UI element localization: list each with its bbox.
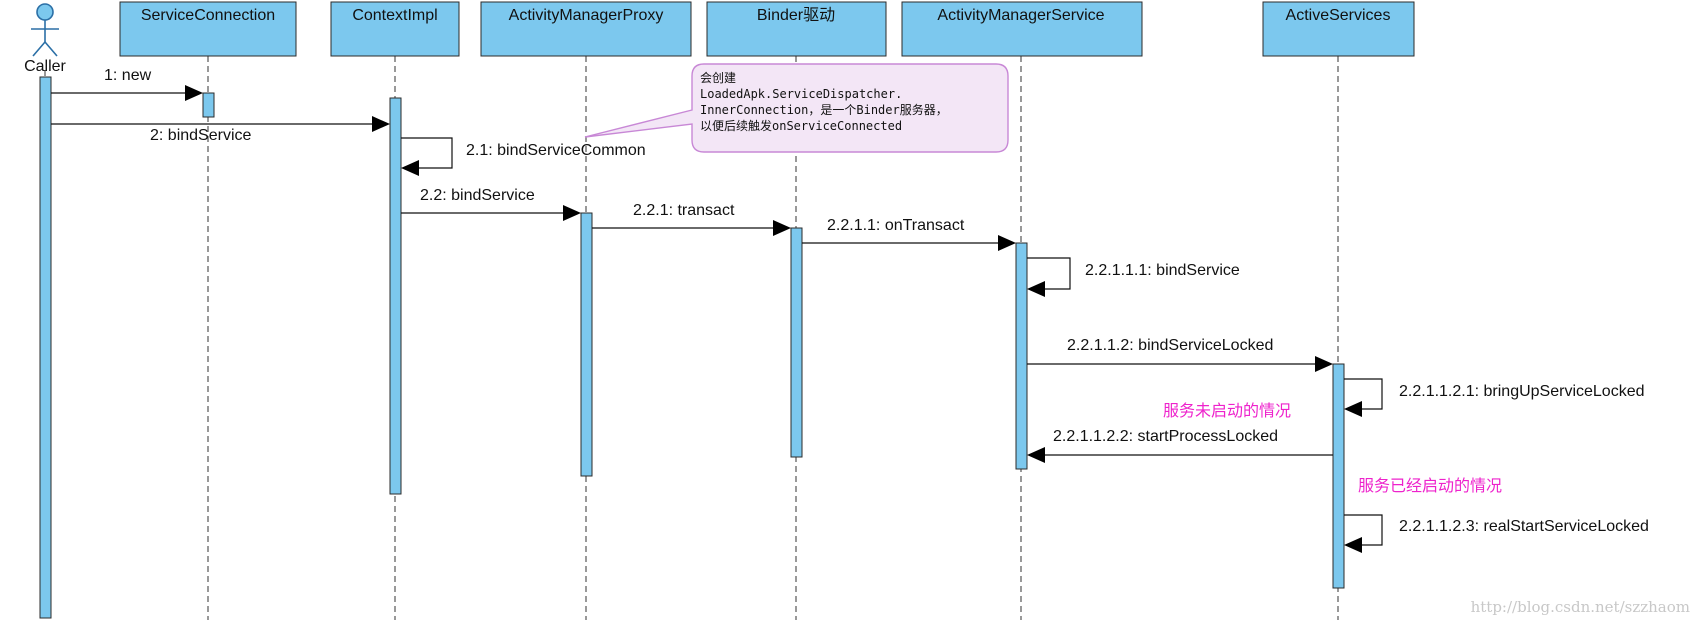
- participant-serviceconnection: ServiceConnection: [119, 1, 297, 57]
- participant-activeservices: ActiveServices: [1262, 1, 1415, 57]
- arrowhead-icon: [1027, 447, 1045, 463]
- activation-caller: [39, 76, 52, 619]
- message-bringupservicelocked: 2.2.1.1.2.1: bringUpServiceLocked: [1344, 378, 1644, 417]
- message-bindservice: 2: bindService: [51, 116, 390, 144]
- arrowhead-icon: [1344, 537, 1362, 553]
- activation-activitymanagerservice: [1015, 242, 1028, 470]
- callout-line: LoadedApk.ServiceDispatcher.: [700, 87, 902, 101]
- message-label: 1: new: [104, 67, 152, 84]
- activation-activitymanagerproxy: [580, 212, 593, 477]
- arrowhead-icon: [1344, 401, 1362, 417]
- message-label: 2.2.1.1: onTransact: [827, 217, 965, 234]
- message-ontransact: 2.2.1.1: onTransact: [802, 217, 1016, 251]
- message-realstartservicelocked: 2.2.1.1.2.3: realStartServiceLocked: [1344, 514, 1649, 553]
- annotation-already-started: 服务已经启动的情况: [1358, 477, 1502, 495]
- participant-label: ActivityManagerProxy: [509, 7, 664, 24]
- message-label: 2.2.1.1.1: bindService: [1085, 262, 1240, 279]
- participant-label: ActiveServices: [1286, 7, 1391, 24]
- watermark: http://blog.csdn.net/szzhaom: [1471, 598, 1690, 616]
- participant-binder: Binder驱动: [706, 1, 887, 57]
- message-label: 2.2.1.1.2.2: startProcessLocked: [1053, 428, 1278, 445]
- message-label: 2.2.1: transact: [633, 202, 735, 219]
- participant-label: Binder驱动: [757, 6, 835, 24]
- participant-activitymanagerservice: ActivityManagerService: [901, 1, 1143, 57]
- participant-contextimpl: ContextImpl: [330, 1, 460, 57]
- message-label: 2.1: bindServiceCommon: [466, 142, 646, 159]
- message-bindservice-ams: 2.2.1.1.1: bindService: [1027, 257, 1240, 297]
- participant-label: ContextImpl: [352, 7, 437, 24]
- arrowhead-icon: [401, 160, 419, 176]
- actor-caller: Caller: [24, 3, 67, 75]
- person-icon: [31, 3, 59, 57]
- message-bindservice-proxy: 2.2: bindService: [401, 187, 581, 221]
- message-startprocesslocked: 2.2.1.1.2.2: startProcessLocked: [1027, 428, 1333, 463]
- participant-label: ServiceConnection: [141, 7, 275, 24]
- arrowhead-icon: [773, 220, 791, 236]
- participant-label: ActivityManagerService: [937, 7, 1104, 24]
- annotation-not-started: 服务未启动的情况: [1163, 402, 1291, 420]
- callout-line: 会创建: [700, 71, 736, 85]
- arrowhead-icon: [1315, 356, 1333, 372]
- message-label: 2.2.1.1.2.3: realStartServiceLocked: [1399, 518, 1649, 535]
- activation-serviceconnection: [202, 92, 215, 118]
- activation-activeservices: [1332, 363, 1345, 589]
- message-label: 2: bindService: [150, 127, 251, 144]
- message-label: 2.2: bindService: [420, 187, 535, 204]
- message-transact: 2.2.1: transact: [592, 202, 791, 236]
- activation-contextimpl: [389, 97, 402, 495]
- participant-activitymanagerproxy: ActivityManagerProxy: [480, 1, 692, 57]
- arrowhead-icon: [563, 205, 581, 221]
- arrowhead-icon: [1027, 281, 1045, 297]
- arrowhead-icon: [372, 116, 390, 132]
- callout-line: InnerConnection，是一个Binder服务器，: [700, 102, 948, 117]
- message-bindservicecommon: 2.1: bindServiceCommon: [401, 137, 646, 176]
- message-label: 2.2.1.1.2: bindServiceLocked: [1067, 337, 1273, 354]
- arrowhead-icon: [185, 85, 203, 101]
- message-bindservicelocked: 2.2.1.1.2: bindServiceLocked: [1027, 337, 1333, 372]
- message-label: 2.2.1.1.2.1: bringUpServiceLocked: [1399, 383, 1644, 400]
- activation-binder: [790, 227, 803, 458]
- arrowhead-icon: [998, 235, 1016, 251]
- callout-line: 以便后续触发onServiceConnected: [700, 118, 902, 133]
- actor-label: Caller: [24, 58, 66, 75]
- callout-note: 会创建 LoadedApk.ServiceDispatcher. InnerCo…: [584, 63, 1009, 153]
- message-new: 1: new: [51, 67, 203, 101]
